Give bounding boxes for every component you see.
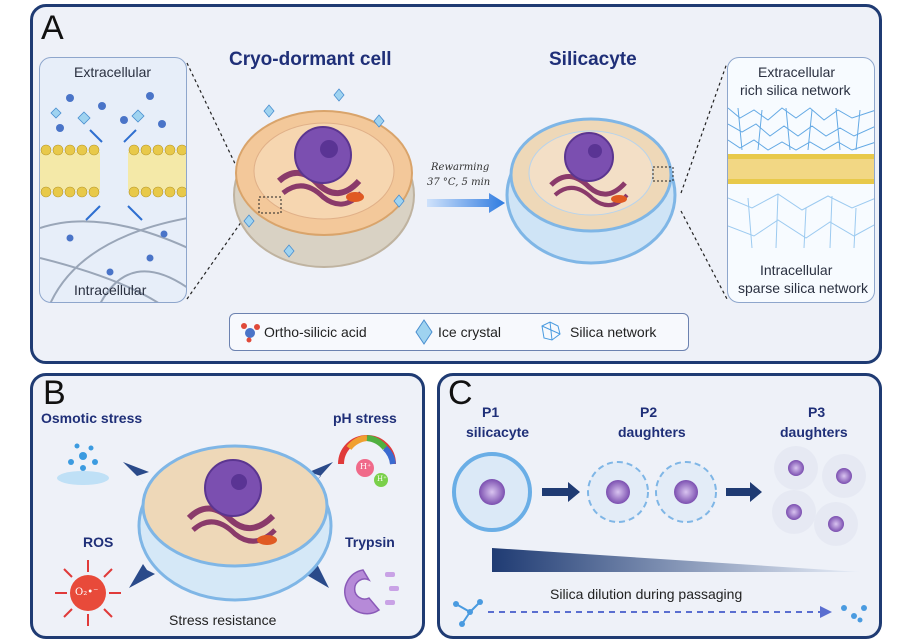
ph-ion-2: H⁺ xyxy=(377,475,387,483)
ph-stress-label: pH stress xyxy=(333,410,397,426)
p2-label: P2 xyxy=(640,404,658,420)
ice-crystal-icon xyxy=(415,319,433,345)
p3-sublabel: daughters xyxy=(780,424,848,440)
silica-dilution-caption: Silica dilution during passaging xyxy=(550,586,743,602)
ros-icon xyxy=(55,560,121,626)
osmotic-stress-label: Osmotic stress xyxy=(41,410,143,426)
trypsin-enzyme-icon xyxy=(344,569,399,615)
panel-c: C P1 silicacyte P2 daughters P3 daughter… xyxy=(437,373,882,639)
silicacyte-cell xyxy=(505,117,677,265)
inset-right-extracellular: Extracellular xyxy=(758,64,836,80)
membrane-inset-left: Extracellular xyxy=(39,57,187,303)
inset-left-extracellular: Extracellular xyxy=(74,64,152,80)
p1-label: P1 xyxy=(482,404,500,420)
legend-ice-crystal: Ice crystal xyxy=(438,324,502,340)
cryo-dormant-cell xyxy=(233,88,415,268)
inset-left-intracellular: Intracellular xyxy=(74,282,147,298)
membrane-inset-right: Extracellular rich silica network Intrac… xyxy=(727,57,875,303)
p2-sublabel: daughters xyxy=(618,424,686,440)
silicacyte-title: Silicacyte xyxy=(549,49,637,70)
silica-network-icon xyxy=(541,321,561,341)
ph-ion-1: H⁺ xyxy=(360,462,372,471)
ros-icon-text: O₂•⁻ xyxy=(75,587,99,598)
cryo-dormant-title: Cryo-dormant cell xyxy=(229,49,392,70)
p3-label: P3 xyxy=(808,404,826,420)
panel-c-letter: C xyxy=(448,374,473,412)
stress-resistant-cell xyxy=(137,444,333,602)
inset-right-sparse-network: sparse silica network xyxy=(738,280,868,296)
legend-silica-network: Silica network xyxy=(570,324,657,340)
stress-arrows xyxy=(123,462,333,588)
passaging-diagram xyxy=(452,446,867,627)
molecule-icon xyxy=(241,323,260,343)
panel-b: B Osmotic stress pH stress ROS Trypsin H… xyxy=(30,373,425,639)
rewarming-arrow xyxy=(427,193,505,213)
membrane-diagram-left xyxy=(40,92,186,302)
rewarming-conditions: 37 °C, 5 min xyxy=(427,177,491,188)
panel-a: A Cryo-dormant cell Silicacyte Extracell… xyxy=(30,4,882,364)
water-splash-icon xyxy=(57,443,109,485)
rewarming-label: Rewarming xyxy=(431,162,490,173)
inset-right-intracellular: Intracellular xyxy=(760,262,833,278)
trypsin-label: Trypsin xyxy=(345,534,395,550)
panel-b-letter: B xyxy=(43,374,66,412)
p1-sublabel: silicacyte xyxy=(466,424,530,440)
inset-right-rich-network: rich silica network xyxy=(740,82,851,98)
panel-a-letter: A xyxy=(41,9,64,47)
legend-ortho-silicic-acid: Ortho-silicic acid xyxy=(264,324,367,340)
stress-resistance-caption: Stress resistance xyxy=(169,612,277,628)
ph-gauge-icon xyxy=(338,435,396,487)
silica-network-diagram xyxy=(728,107,874,249)
ros-label: ROS xyxy=(83,534,114,550)
legend: Ortho-silicic acid Ice crystal Silica ne… xyxy=(229,313,689,351)
